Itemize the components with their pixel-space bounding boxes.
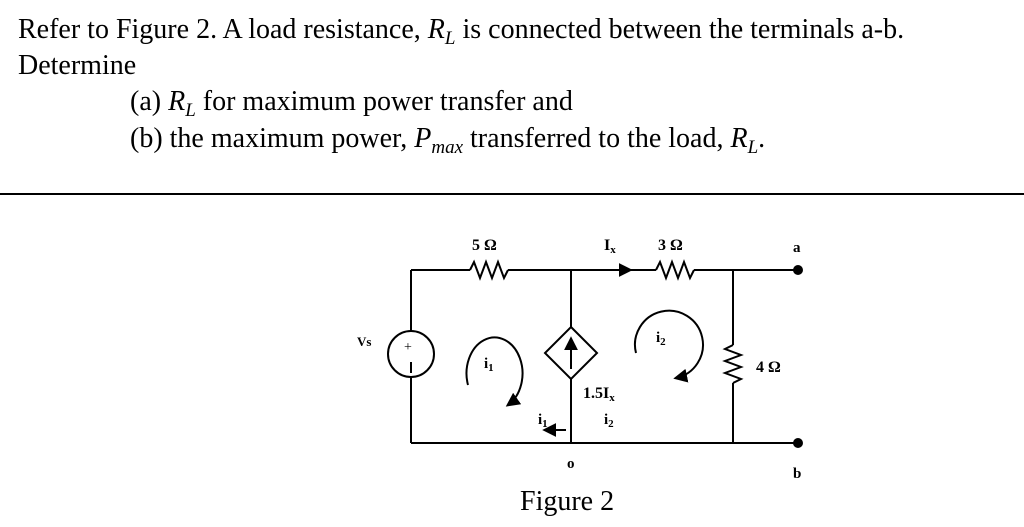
label-5ohm: 5 Ω bbox=[472, 237, 497, 254]
label-plus: + bbox=[404, 340, 412, 355]
mesh-arrow-i2 bbox=[633, 309, 704, 383]
question-text: is connected between the terminals a-b. bbox=[455, 14, 905, 45]
rl-subscript: L bbox=[747, 137, 759, 158]
rl-symbol: R bbox=[168, 86, 186, 117]
rl-subscript: L bbox=[444, 28, 456, 49]
label-3ohm: 3 Ω bbox=[658, 237, 683, 254]
label-node-a: a bbox=[793, 240, 801, 256]
label-4ohm: 4 Ω bbox=[756, 359, 781, 376]
rl-symbol: R bbox=[427, 14, 445, 45]
resistor-5ohm bbox=[469, 259, 509, 281]
terminal-a bbox=[793, 265, 803, 275]
figure-caption: Figure 2 bbox=[520, 486, 615, 517]
label-mesh-i2: i2 bbox=[656, 330, 666, 348]
label-ix: Ix bbox=[604, 237, 616, 256]
label-dep-source: 1.5Ix bbox=[583, 385, 615, 404]
part-b-label: (b) the maximum power, bbox=[130, 123, 415, 154]
question-line-1: Refer to Figure 2. A load resistance, RL… bbox=[18, 14, 904, 50]
label-node-o: o bbox=[567, 456, 575, 472]
question-line-2: Determine bbox=[18, 50, 137, 81]
label-branch-i1: i1 bbox=[538, 412, 548, 430]
pmax-symbol: P bbox=[414, 123, 432, 154]
pmax-subscript: max bbox=[431, 137, 464, 158]
terminal-b bbox=[793, 438, 803, 448]
part-a-text: for maximum power transfer and bbox=[195, 86, 573, 117]
part-b-end: . bbox=[758, 123, 766, 154]
mesh-arrow-i1 bbox=[465, 336, 524, 407]
label-mesh-i1: i1 bbox=[484, 356, 494, 374]
resistor-3ohm bbox=[655, 259, 695, 281]
divider-rule bbox=[0, 193, 1024, 195]
rl-subscript: L bbox=[185, 100, 196, 121]
part-a-label: (a) bbox=[130, 86, 169, 117]
label-node-b: b bbox=[793, 466, 801, 482]
circuit-diagram: 5 Ω 3 Ω 4 Ω Ix a b o Vs + i1 i2 1.5Ix i1… bbox=[357, 237, 803, 482]
part-b-text: transferred to the load, bbox=[463, 123, 731, 154]
question-text: Refer to Figure 2. A load resistance, bbox=[18, 14, 428, 45]
label-vs: Vs bbox=[357, 334, 371, 349]
resistor-4ohm bbox=[722, 344, 744, 384]
question-part-a: (a) RL for maximum power transfer and bbox=[130, 86, 573, 122]
label-branch-i2: i2 bbox=[604, 412, 614, 430]
rl-symbol: R bbox=[730, 123, 748, 154]
question-part-b: (b) the maximum power, Pmax transferred … bbox=[130, 123, 765, 159]
